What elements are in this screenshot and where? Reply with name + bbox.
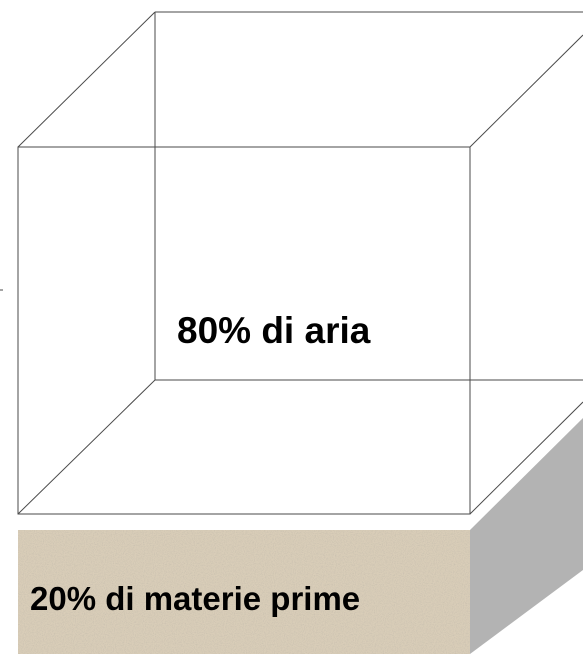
raw-materials-percentage-label: 20% di materie prime: [30, 580, 361, 617]
solid-side-face: [470, 418, 583, 654]
depth-edge-top-left: [17, 11, 156, 148]
depth-edge-bottom-left: [17, 379, 156, 515]
solid-front-face: [18, 530, 470, 654]
depth-edge-top-right: [469, 34, 583, 148]
depth-edge-bottom-right: [469, 401, 583, 515]
front-face: [17, 146, 471, 515]
air-percentage-label: 80% di aria: [177, 310, 371, 351]
